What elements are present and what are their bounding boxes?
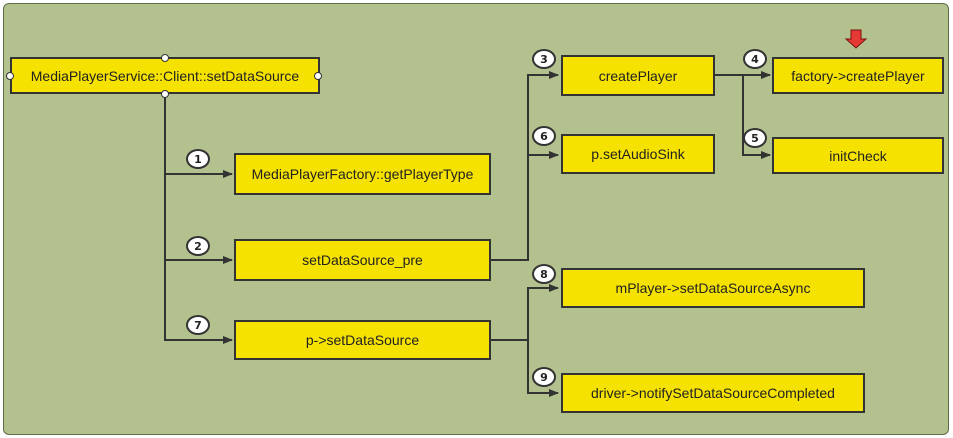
connector-create-to-init-check bbox=[742, 75, 771, 159]
node-p-set-data-source: p->setDataSource bbox=[234, 320, 491, 360]
node-label: createPlayer bbox=[598, 67, 678, 84]
down-arrow-icon bbox=[844, 29, 868, 49]
step-badge-2: 2 bbox=[186, 236, 210, 256]
step-badge-9: 9 bbox=[532, 367, 556, 387]
step-badge-3: 3 bbox=[532, 49, 556, 69]
node-label: p->setDataSource bbox=[305, 332, 420, 348]
step-badge-7: 7 bbox=[186, 315, 210, 335]
node-label: driver->notifySetDataSourceCompleted bbox=[591, 385, 835, 401]
step-badge-1: 1 bbox=[186, 149, 210, 169]
node-label: setDataSource_pre bbox=[302, 252, 423, 268]
node-label: MediaPlayerService::Client::setDataSourc… bbox=[30, 67, 300, 84]
node-factory-create-player: factory->createPlayer bbox=[772, 57, 944, 94]
node-notify-set-data-source-completed: driver->notifySetDataSourceCompleted bbox=[561, 373, 865, 413]
node-init-check: initCheck bbox=[772, 137, 944, 174]
connector-pre-to-create-player bbox=[491, 71, 559, 261]
step-badge-6: 6 bbox=[532, 126, 556, 146]
step-badge-4: 4 bbox=[743, 49, 767, 69]
step-badge-8: 8 bbox=[532, 264, 556, 284]
node-create-player: createPlayer bbox=[561, 55, 715, 96]
node-get-player-type: MediaPlayerFactory::getPlayerType bbox=[234, 153, 491, 195]
connection-handle-right bbox=[314, 72, 322, 80]
node-label: mPlayer->setDataSourceAsync bbox=[615, 280, 811, 296]
step-badge-5: 5 bbox=[743, 128, 767, 148]
node-client-set-data-source: MediaPlayerService::Client::setDataSourc… bbox=[10, 57, 320, 94]
node-set-audio-sink: p.setAudioSink bbox=[561, 134, 715, 174]
connector-set-data-source-to-notify bbox=[527, 340, 559, 397]
connection-handle-left bbox=[6, 72, 14, 80]
connection-handle-top bbox=[161, 54, 169, 62]
node-label: p.setAudioSink bbox=[591, 146, 685, 162]
node-label: factory->createPlayer bbox=[791, 67, 925, 84]
connector-root-to-p-set-data-source bbox=[164, 260, 233, 344]
connector-set-data-source-to-async bbox=[491, 284, 559, 341]
node-set-data-source-pre: setDataSource_pre bbox=[234, 239, 491, 281]
node-set-data-source-async: mPlayer->setDataSourceAsync bbox=[561, 268, 865, 308]
node-label: initCheck bbox=[829, 147, 887, 164]
node-label: MediaPlayerFactory::getPlayerType bbox=[251, 166, 474, 182]
connection-handle-bottom bbox=[161, 90, 169, 98]
